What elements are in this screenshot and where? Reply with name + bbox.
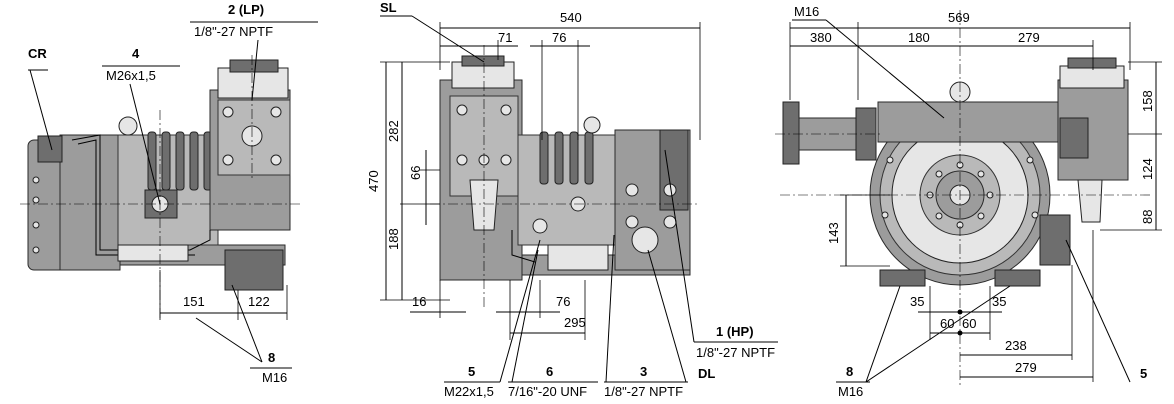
mid-dim-16: 16 xyxy=(412,294,426,309)
left-dim-122: 122 xyxy=(248,294,270,309)
left-conn2-number: 2 (LP) xyxy=(228,2,264,17)
right-dim-569: 569 xyxy=(948,10,970,25)
left-conn2-spec: 1/8"-27 NPTF xyxy=(194,24,273,39)
right-dim-60-left: 60 xyxy=(940,316,954,331)
right-dim-238: 238 xyxy=(1005,338,1027,353)
left-conn4-spec: M26x1,5 xyxy=(106,68,156,83)
right-dim-158: 158 xyxy=(1140,90,1155,112)
right-conn8-number: 8 xyxy=(846,364,853,379)
mid-dim-66: 66 xyxy=(408,166,423,180)
left-conn4-number: 4 xyxy=(132,46,140,61)
right-m16-top: M16 xyxy=(794,4,819,19)
mid-conn3-number: 3 xyxy=(640,364,647,379)
left-label-cr: CR xyxy=(28,46,47,61)
mid-label-sl: SL xyxy=(380,0,397,15)
mid-dim-470: 470 xyxy=(366,170,381,192)
middle-view: 470 282 66 188 540 71 76 16 76 295 SL xyxy=(366,0,778,399)
mid-conn1-number: 1 (HP) xyxy=(716,324,754,339)
mid-conn1-spec: 1/8"-27 NPTF xyxy=(696,345,775,360)
left-top-cap xyxy=(229,59,279,73)
mid-dim-76-bottom: 76 xyxy=(556,294,570,309)
right-dim-60-right: 60 xyxy=(962,316,976,331)
right-view: 569 380 180 279 158 124 88 143 35 35 60 … xyxy=(775,4,1162,399)
right-conn8-spec: M16 xyxy=(838,384,863,399)
right-dim-88: 88 xyxy=(1140,210,1155,224)
right-dim-143: 143 xyxy=(826,222,841,244)
mid-dim-295: 295 xyxy=(564,315,586,330)
mid-dim-282: 282 xyxy=(386,120,401,142)
left-cr-box xyxy=(37,135,63,163)
right-top-housing xyxy=(877,101,1059,143)
mid-conn3-spec: 1/8"-27 NPTF xyxy=(604,384,683,399)
left-view: 151 122 CR 4 M26x1,5 2 (LP) 1/8"-27 NPTF… xyxy=(20,2,318,385)
mid-dim-71: 71 xyxy=(498,30,512,45)
mid-conn6-number: 6 xyxy=(546,364,553,379)
left-motor-block xyxy=(59,134,121,271)
right-dim-35-left: 35 xyxy=(910,294,924,309)
right-dim-279-top: 279 xyxy=(1018,30,1040,45)
left-dim-151: 151 xyxy=(183,294,205,309)
mid-dim-540: 540 xyxy=(560,10,582,25)
right-dim-124: 124 xyxy=(1140,158,1155,180)
mid-label-dl: DL xyxy=(698,366,715,381)
mid-dim-76-top: 76 xyxy=(552,30,566,45)
right-lower-part xyxy=(1039,214,1071,266)
mid-conn6-spec: 7/16"-20 UNF xyxy=(508,384,587,399)
right-dim-180: 180 xyxy=(908,30,930,45)
left-lifting-eye xyxy=(118,116,138,136)
right-dim-35-right: 35 xyxy=(992,294,1006,309)
right-dim-279-bottom: 279 xyxy=(1015,360,1037,375)
right-conn5-number: 5 xyxy=(1140,366,1147,381)
mid-dim-188: 188 xyxy=(386,228,401,250)
mid-conn5-spec: M22x1,5 xyxy=(444,384,494,399)
mid-conn5-number: 5 xyxy=(468,364,475,379)
left-foot xyxy=(224,249,284,291)
left-conn8-number: 8 xyxy=(268,350,275,365)
right-flange xyxy=(782,101,800,165)
right-dim-380: 380 xyxy=(810,30,832,45)
mid-fins xyxy=(539,131,594,185)
left-conn8-spec: M16 xyxy=(262,370,287,385)
